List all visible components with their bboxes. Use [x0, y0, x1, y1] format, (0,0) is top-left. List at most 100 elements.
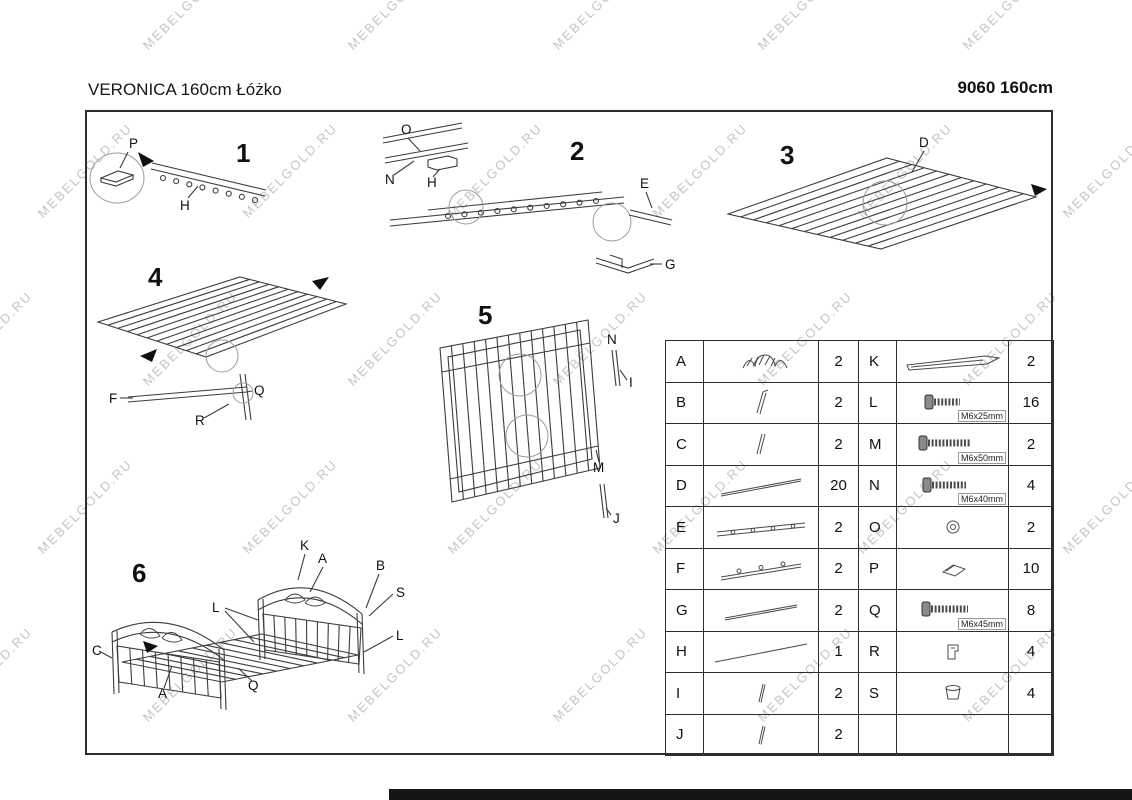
page-title: VERONICA 160cm Łóżko [88, 80, 282, 99]
label-l-left: L [212, 600, 220, 615]
label-b: B [376, 558, 385, 573]
part-qty: 4 [1008, 464, 1054, 507]
part-h-rod-icon [714, 643, 808, 663]
label-d: D [919, 135, 929, 150]
part-icon-cell [703, 506, 819, 549]
part-letter: P [858, 547, 897, 590]
part-qty: 4 [1008, 630, 1054, 673]
parts-row: B 2 L M6x25mm 16 [665, 381, 1054, 424]
step-5-number: 5 [478, 300, 492, 330]
part-letter: S [858, 672, 897, 715]
parts-row: F 2 P 10 [665, 547, 1054, 590]
part-letter: I [665, 672, 704, 715]
part-qty: 2 [1008, 423, 1054, 466]
part-letter: R [858, 630, 897, 673]
label-f: F [109, 391, 117, 406]
step-4-number: 4 [148, 262, 163, 292]
label-h2: H [427, 175, 437, 190]
part-a-ornament-icon [742, 354, 788, 369]
part-icon-cell [703, 672, 819, 715]
bolt-size-note: M6x45mm [957, 617, 1006, 630]
label-o: O [401, 122, 412, 137]
part-qty: 20 [818, 464, 859, 507]
part-qty: 2 [818, 381, 859, 424]
part-f-rail-icon [720, 561, 802, 581]
step-1-number: 1 [236, 138, 250, 168]
part-qty: 2 [818, 672, 859, 715]
part-icon-cell [703, 423, 819, 466]
part-qty: 8 [1008, 589, 1054, 632]
part-qty [1008, 713, 1054, 756]
part-letter: K [858, 340, 897, 383]
part-qty: 2 [1008, 340, 1054, 383]
step-2-number: 2 [570, 136, 584, 166]
part-icon-cell: M6x40mm [896, 464, 1009, 507]
part-icon-cell [703, 381, 819, 424]
parts-row: E 2 O 2 [665, 506, 1054, 549]
part-icon-cell [896, 340, 1009, 383]
parts-row: I 2 S 4 [665, 672, 1054, 715]
label-r: R [195, 413, 205, 428]
part-icon-cell [896, 506, 1009, 549]
label-n5: N [607, 332, 617, 347]
part-letter: Q [858, 589, 897, 632]
parts-row: C 2 M M6x50mm 2 [665, 423, 1054, 466]
parts-row: D 20 N M6x40mm 4 [665, 464, 1054, 507]
part-icon-cell [703, 713, 819, 756]
part-o-nut-icon [946, 520, 960, 534]
label-n: N [385, 172, 395, 187]
part-r-clip-icon [947, 644, 959, 660]
label-h: H [180, 198, 190, 213]
step-1-diagram: 1 P H [89, 136, 267, 213]
part-letter: A [665, 340, 704, 383]
part-m-bolt-icon [918, 435, 970, 451]
part-icon-cell [896, 672, 1009, 715]
step-3-diagram: 3 D [726, 135, 1047, 250]
part-icon-cell [896, 547, 1009, 590]
part-i-pin-icon [758, 684, 766, 703]
part-letter: F [665, 547, 704, 590]
part-qty: 2 [818, 423, 859, 466]
step-5-diagram: 5 N I M J [439, 300, 633, 526]
bottom-scan-bar [389, 789, 1132, 800]
part-icon-cell: M6x45mm [896, 589, 1009, 632]
bolt-size-note: M6x50mm [957, 451, 1006, 464]
part-letter: G [665, 589, 704, 632]
parts-table: A 2 K 2 B 2 L M6x25mm [665, 340, 1054, 756]
step-3-number: 3 [780, 140, 794, 170]
part-icon-cell [896, 713, 1009, 756]
part-icon-cell [896, 630, 1009, 673]
label-m: M [593, 460, 604, 475]
part-letter: O [858, 506, 897, 549]
part-letter: L [858, 381, 897, 424]
part-qty: 10 [1008, 547, 1054, 590]
part-c-rod-icon [756, 434, 766, 455]
part-k-rail-icon [906, 355, 1001, 371]
part-icon-cell: M6x25mm [896, 381, 1009, 424]
label-c: C [92, 643, 102, 658]
label-q6: Q [248, 678, 259, 693]
part-icon-cell [703, 340, 819, 383]
label-k: K [300, 538, 309, 553]
part-qty: 4 [1008, 672, 1054, 715]
parts-row: H 1 R 4 [665, 630, 1054, 673]
part-icon-cell [703, 589, 819, 632]
part-qty: 1 [818, 630, 859, 673]
label-g: G [665, 257, 676, 272]
label-a-top: A [318, 551, 327, 566]
part-b-rod-icon [756, 389, 769, 414]
part-qty: 2 [1008, 506, 1054, 549]
part-q-bolt-icon [921, 601, 968, 617]
part-letter: C [665, 423, 704, 466]
part-letter: D [665, 464, 704, 507]
label-s: S [396, 585, 405, 600]
part-e-bracket-bar-icon [716, 522, 806, 537]
label-j: J [613, 511, 620, 526]
part-icon-cell: M6x50mm [896, 423, 1009, 466]
part-icon-cell [703, 464, 819, 507]
part-g-rod-icon [724, 604, 798, 621]
label-q: Q [254, 383, 265, 398]
part-qty: 16 [1008, 381, 1054, 424]
